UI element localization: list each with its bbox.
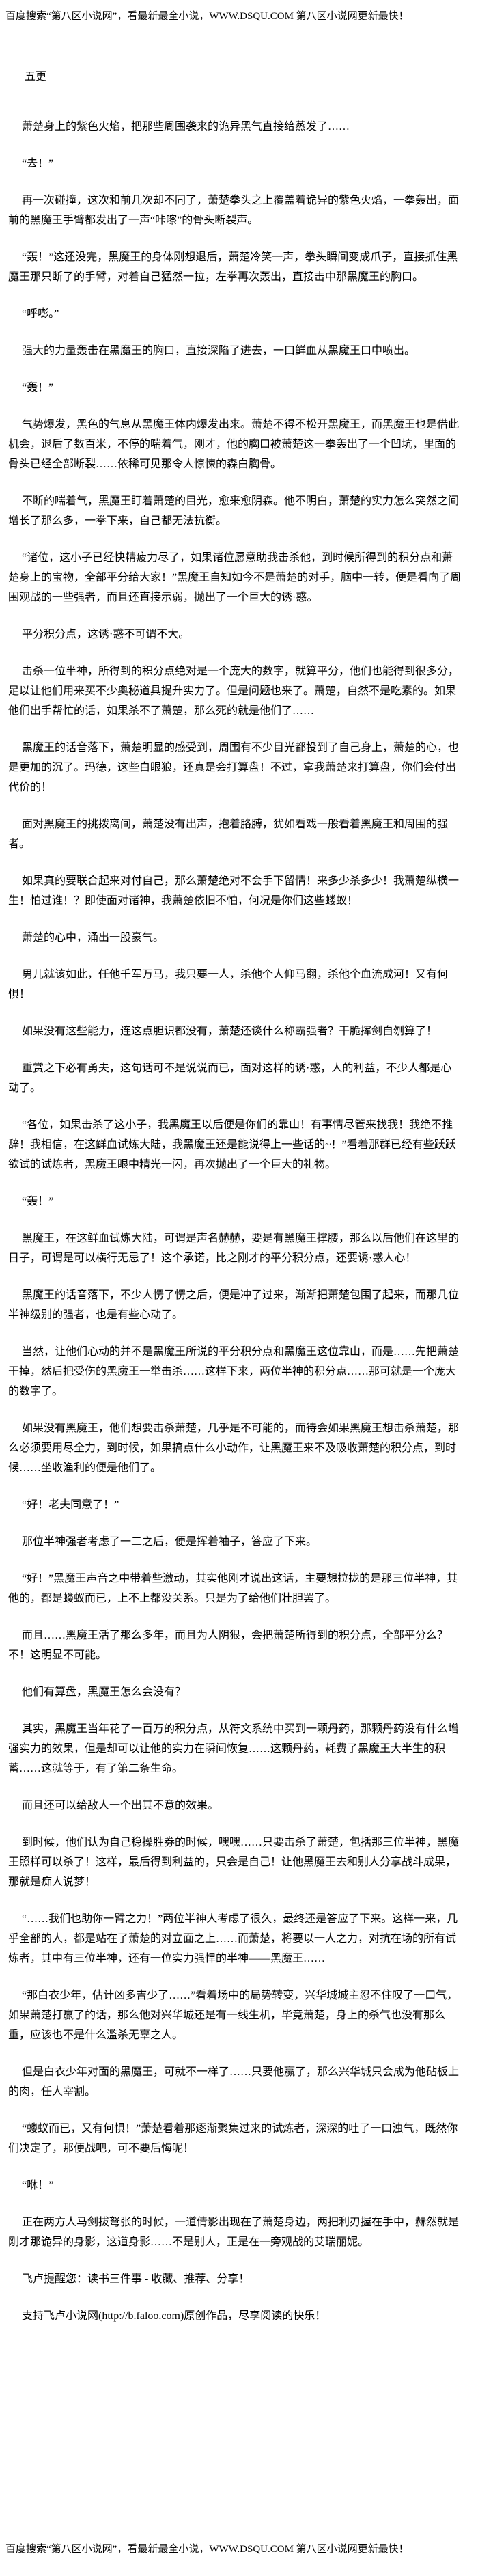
story-paragraph: “咻！” [22,2180,54,2191]
story-paragraph: 气势爆发，黑色的气息从黑魔王体内爆发出来。萧楚不得不松开黑魔王，而黑魔王也是借此… [8,419,460,470]
story-paragraph: 那位半神强者考虑了一二之后，便是挥着袖子，答应了下来。 [22,1536,318,1548]
site-banner-bottom: 百度搜索“第八区小说网”，看最新最全小说，WWW.DSQU.COM 第八区小说网… [5,2544,409,2555]
story-paragraph: “去！” [22,158,54,169]
story-paragraph: “蝼蚁而已，又有何惧！”萧楚看着那逐渐聚集过来的试炼者，深深的吐了一口浊气，既然… [8,2123,458,2154]
story-paragraph: 他们有算盘，黑魔王怎么会没有？ [22,1686,186,1698]
story-paragraph: 再一次碰撞，这次和前几次却不同了，萧楚拳头之上覆盖着诡异的紫色火焰，一拳轰出，面… [8,195,460,226]
story-paragraph: 重赏之下必有勇夫，这句话可不是说说而已，面对这样的诱·惑，人的利益，不少人都是心… [8,1063,452,1094]
story-paragraph: 当然，让他们心动的并不是黑魔王所说的平分积分点和黑魔王这位靠山，而是……先把萧楚… [8,1346,460,1397]
story-paragraph: 黑魔王的话音落下，萧楚明显的感受到，周围有不少目光都投到了自己身上，萧楚的心，也… [8,742,460,793]
chapter-body: 五更 萧楚身上的紫色火焰，把那些周围袭来的诡异黑气直接给蒸发了…… “去！” 再… [8,67,462,2343]
story-paragraph: 黑魔王，在这鲜血试炼大陆，可谓是声名赫赫，要是有黑魔王撑腰，那么以后他们在这里的… [8,1233,460,1264]
story-paragraph: 男儿就该如此，任他千军万马，我只要一人，杀他个人仰马翻，杀他个血流成河！又有何惧… [8,969,449,1000]
story-paragraph: 正在两方人马剑拔弩张的时候，一道倩影出现在了萧楚身边，两把利刃握在手中，赫然就是… [8,2217,460,2248]
story-paragraph: 击杀一位半神，所得到的积分点绝对是一个庞大的数字，就算平分，他们也能得到很多分，… [8,666,460,717]
site-banner-top: 百度搜索“第八区小说网”，看最新最全小说，WWW.DSQU.COM 第八区小说网… [5,11,409,22]
story-paragraph: 其实，黑魔王当年花了一百万的积分点，从符文系统中买到一颗丹药，那颗丹药没有什么增… [8,1723,460,1775]
story-paragraph: 黑魔王的话音落下，不少人愣了愣之后，便是冲了过来，渐渐把萧楚包围了起来，而那几位… [8,1289,460,1321]
story-paragraph: 如果没有黑魔王，他们想要击杀萧楚，几乎是不可能的，而待会如果黑魔王想击杀萧楚，那… [8,1423,460,1474]
story-paragraph: 如果真的要联合起来对付自己，那么萧楚绝对不会手下留情！来多少杀多少！我萧楚纵横一… [8,875,460,907]
story-paragraph: “轰！” [22,382,54,394]
story-paragraph: “轰！” [22,1196,54,1207]
story-paragraph: “各位，如果击杀了这小子，我黑魔王以后便是你们的靠山！有事情尽管来找我！我绝不推… [8,1119,456,1170]
story-paragraph: “呼嘭。” [22,308,59,320]
story-paragraph: “诸位，这小子已经快精疲力尽了，如果诸位愿意助我击杀他，到时候所得到的积分点和萧… [8,552,462,603]
story-paragraph: 如果没有这些能力，连这点胆识都没有，萧楚还谈什么称霸强者？干脆挥剑自刎算了！ [22,1026,438,1037]
story-paragraph: 到时候，他们认为自己稳操胜券的时候，嘿嘿……只要击杀了萧楚，包括那三位半神，黑魔… [8,1837,460,1888]
story-paragraph: “那白衣少年，估计凶多吉少了……”看着场中的局势转变，兴华城城主忍不住叹了一口气… [8,1990,458,2041]
story-paragraph: “好！”黑魔王声音之中带着些激动，其实他刚才说出这话，主要想拉拢的是那三位半神，… [8,1573,458,1604]
story-paragraph: 强大的力量轰击在黑魔王的胸口，直接深陷了进去，一口鲜血从黑魔王口中喷出。 [22,345,416,357]
story-paragraph: 而且还可以给敌人一个出其不意的效果。 [22,1800,219,1811]
story-paragraph: 平分积分点，这诱·惑不可谓不大。 [22,629,190,640]
story-paragraph: 但是白衣少年对面的黑魔王，可就不一样了……只要他赢了，那么兴华城只会成为他砧板上… [8,2066,460,2098]
story-paragraph: 萧楚的心中，涌出一股豪气。 [22,932,165,944]
story-paragraph: “好！老夫同意了！” [22,1499,120,1511]
story-paragraph: 不断的喘着气，黑魔王盯着萧楚的目光，愈来愈阴森。他不明白，萧楚的实力怎么突然之间… [8,495,460,527]
story-paragraph: 而且……黑魔王活了那么多年，而且为人阴狠，会把萧楚所得到的积分点，全部平分么？不… [8,1630,449,1661]
story-paragraph: “轰！”这还没完，黑魔王的身体刚想退后，萧楚冷笑一声，拳头瞬间变成爪子，直接抓住… [8,251,458,283]
story-paragraph: 萧楚身上的紫色火焰，把那些周围袭来的诡异黑气直接给蒸发了…… [22,121,350,133]
story-paragraph: “……我们也助你一臂之力！”两位半神人考虑了很久，最终还是答应了下来。这样一来，… [8,1913,458,1964]
story-paragraph: 面对黑魔王的挑拨离间，萧楚没有出声，抱着胳膊，犹如看戏一般看着黑魔王和周围的强者… [8,819,449,850]
site-note-reminder: 飞卢提醒您：读书三件事 - 收藏、推荐、分享！ [22,2273,250,2285]
chapter-title: 五更 [25,71,47,83]
site-note-support: 支持飞卢小说网(http://b.faloo.com)原创作品，尽享阅读的快乐！ [22,2310,326,2322]
